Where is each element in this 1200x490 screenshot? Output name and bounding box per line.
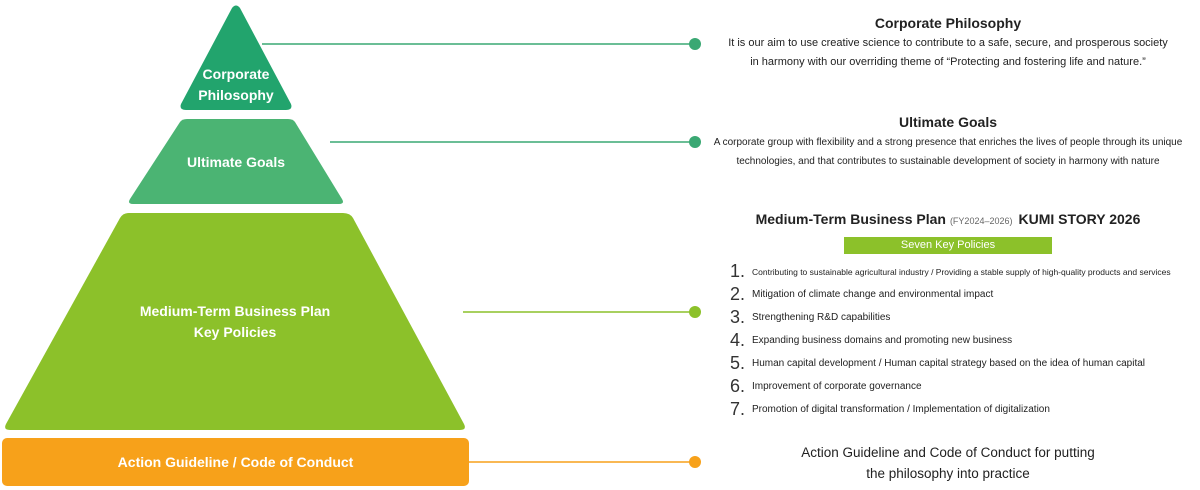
seven-key-policies-badge: Seven Key Policies [844, 237, 1052, 254]
policy-item: 5. Human capital development / Human cap… [730, 352, 1200, 375]
goals-body-line1: A corporate group with flexibility and a… [713, 137, 1183, 148]
policy-number: 1. [730, 261, 746, 281]
philosophy-body-line2: in harmony with our overriding theme of … [750, 56, 1146, 68]
goals-body-line2: technologies, and that contributes to su… [736, 156, 1160, 167]
philosophy-tier-line2: Philosophy [198, 87, 274, 103]
policy-item: 3. Strengthening R&D capabilities [730, 306, 1200, 329]
plan-tier-label: Medium-Term Business Plan Key Policies [60, 301, 410, 343]
philosophy-tier [180, 5, 292, 110]
policy-list: 1. Contributing to sustainable agricultu… [730, 260, 1200, 421]
plan-header: Medium-Term Business Plan(FY2024–2026) KU… [700, 211, 1196, 229]
policy-item: 1. Contributing to sustainable agricultu… [730, 260, 1200, 283]
action-tier [2, 438, 469, 486]
goals-title: Ultimate Goals [898, 114, 998, 130]
philosophy-tier-line1: Corporate [202, 66, 270, 82]
policy-number: 4. [730, 330, 746, 350]
action-description-line1: Action Guideline and Code of Conduct for… [801, 445, 1095, 460]
plan-tier-line1: Medium-Term Business Plan [139, 303, 331, 319]
goals-tier-label: Ultimate Goals [186, 154, 286, 170]
policy-text: Strengthening R&D capabilities [752, 312, 891, 323]
plan-tier-line2: Key Policies [193, 324, 277, 340]
philosophy-title: Corporate Philosophy [874, 15, 1022, 31]
goals-tier [129, 119, 343, 204]
policy-number: 6. [730, 376, 746, 396]
connector-dot-plan [689, 306, 701, 318]
policy-text: Improvement of corporate governance [752, 381, 922, 392]
policy-text: Expanding business domains and promoting… [752, 335, 1013, 346]
policy-text: Human capital development / Human capita… [752, 358, 1146, 369]
philosophy-body-line1: It is our aim to use creative science to… [728, 37, 1168, 49]
policy-item: 6. Improvement of corporate governance [730, 375, 1200, 398]
policy-item: 4. Expanding business domains and promot… [730, 329, 1200, 352]
connector-dot-action [689, 456, 701, 468]
action-description: Action Guideline and Code of Conduct for… [740, 442, 1156, 484]
policy-number: 2. [730, 284, 746, 304]
policy-text: Contributing to sustainable agricultural… [752, 266, 1171, 277]
connector-dot-philosophy [689, 38, 701, 50]
policy-number: 7. [730, 399, 746, 419]
action-tier-label: Action Guideline / Code of Conduct [117, 454, 354, 470]
plan-title: Medium-Term Business Plan [755, 211, 946, 227]
plan-tier [5, 213, 465, 430]
action-description-line2: the philosophy into practice [866, 466, 1030, 481]
plan-story: KUMI STORY 2026 [1018, 211, 1141, 227]
policy-item: 7. Promotion of digital transformation /… [730, 398, 1200, 421]
policy-number: 3. [730, 307, 746, 327]
policy-text: Promotion of digital transformation / Im… [752, 404, 1050, 415]
connector-dot-goals [689, 136, 701, 148]
philosophy-tier-label: Corporate Philosophy [180, 64, 292, 106]
policy-item: 2. Mitigation of climate change and envi… [730, 283, 1200, 306]
plan-years: (FY2024–2026) [949, 216, 1013, 226]
philosophy-section: Corporate Philosophy It is our aim to us… [700, 15, 1196, 72]
policy-text: Mitigation of climate change and environ… [752, 289, 994, 300]
philosophy-body: It is our aim to use creative science to… [700, 34, 1196, 72]
policy-number: 5. [730, 353, 746, 373]
goals-body: A corporate group with flexibility and a… [700, 133, 1196, 171]
goals-section: Ultimate Goals A corporate group with fl… [700, 114, 1196, 171]
